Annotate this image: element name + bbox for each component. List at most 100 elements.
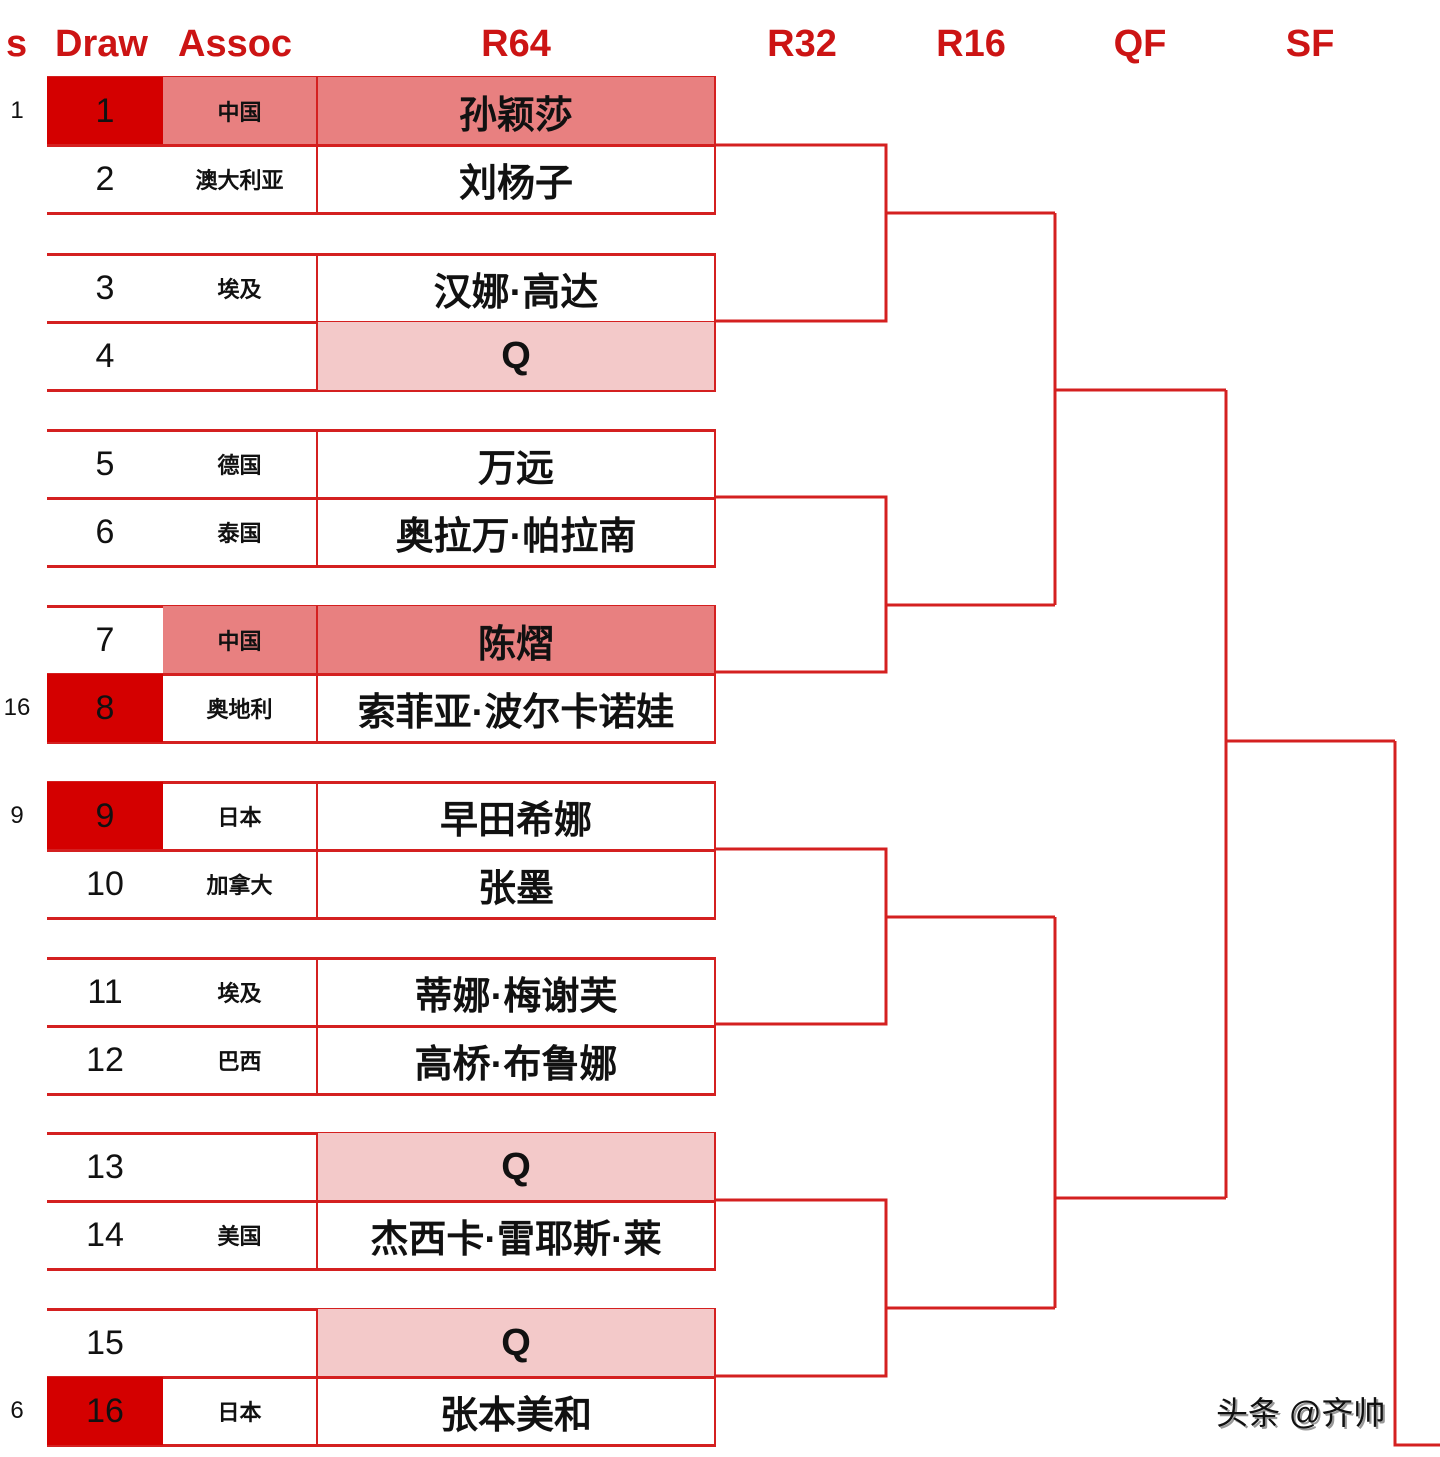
draw-row: 9 日本 早田希娜 <box>47 782 716 850</box>
pair-bottom-line <box>47 1444 716 1447</box>
draw-number: 6 <box>95 512 115 551</box>
draw-row: 5 德国 万远 <box>47 430 716 498</box>
player-name: 张墨 <box>316 850 716 918</box>
draw-number: 3 <box>95 268 115 307</box>
player-name: 高桥·布鲁娜 <box>316 1026 716 1094</box>
draw-row: 11 埃及 蒂娜·梅谢芙 <box>47 958 716 1026</box>
pair-bottom-line <box>47 1268 716 1271</box>
association: 泰国 <box>217 521 262 546</box>
association: 埃及 <box>217 981 262 1006</box>
draw-number: 1 <box>47 77 163 145</box>
bracket-r16-1 <box>1053 213 1226 605</box>
player-name: 刘杨子 <box>316 145 716 213</box>
draw-number: 12 <box>86 1040 124 1079</box>
draw-number: 11 <box>87 972 123 1011</box>
player-name: Q <box>316 322 716 390</box>
player-name: Q <box>316 1133 716 1201</box>
row-divider <box>47 1200 716 1203</box>
player-name: 汉娜·高达 <box>316 254 716 322</box>
association: 德国 <box>217 453 262 478</box>
association: 日本 <box>217 1400 262 1425</box>
draw-number: 9 <box>47 782 163 850</box>
seed-number: 6 <box>10 1397 24 1424</box>
association: 日本 <box>217 805 262 830</box>
association: 加拿大 <box>206 873 273 898</box>
draw-number: 10 <box>86 864 124 903</box>
draw-number: 16 <box>47 1377 163 1445</box>
player-name: 奥拉万·帕拉南 <box>316 498 716 566</box>
row-divider <box>47 1376 716 1379</box>
pair-bottom-line <box>47 917 716 920</box>
player-name: 张本美和 <box>316 1377 716 1445</box>
player-name: 孙颖莎 <box>316 77 716 145</box>
header-assoc: Assoc <box>178 23 293 65</box>
pair-top-line <box>47 781 716 784</box>
bracket-r16-2 <box>1053 917 1226 1308</box>
draw-row: 16 日本 张本美和 <box>47 1377 716 1445</box>
player-name: 蒂娜·梅谢芙 <box>316 958 716 1026</box>
association: 巴西 <box>217 1049 262 1074</box>
draw-number: 2 <box>95 159 115 198</box>
pair-bottom-line <box>47 1093 716 1096</box>
player-name: 索菲亚·波尔卡诺娃 <box>316 674 716 742</box>
draw-row: 3 埃及 汉娜·高达 <box>47 254 716 322</box>
draw-number: 5 <box>95 444 115 483</box>
header-sf: SF <box>1285 23 1335 65</box>
watermark: 头条 @齐帅 <box>1216 1395 1386 1431</box>
draw-row: 12 巴西 高桥·布鲁娜 <box>47 1026 716 1094</box>
bracket-sf <box>1393 741 1440 1447</box>
bracket-r32-3 <box>716 847 1055 1026</box>
draw-number: 14 <box>86 1215 124 1254</box>
association: 中国 <box>163 77 316 145</box>
seed-number: 1 <box>10 97 24 124</box>
player-name: 陈熠 <box>316 606 716 674</box>
player-name: 杰西卡·雷耶斯·莱 <box>316 1201 716 1269</box>
header-r32: R32 <box>767 23 837 65</box>
pair-bottom-line <box>47 389 716 392</box>
association: 埃及 <box>217 277 262 302</box>
draw-row: 8 奥地利 索菲亚·波尔卡诺娃 <box>47 674 716 742</box>
header-r64: R64 <box>481 23 551 65</box>
pair-top-line <box>47 253 716 256</box>
draw-row: 10 加拿大 张墨 <box>47 850 716 918</box>
pair-bottom-line <box>47 741 716 744</box>
row-divider <box>47 1025 716 1028</box>
player-name: 早田希娜 <box>316 782 716 850</box>
draw-number: 13 <box>86 1147 124 1186</box>
row-divider <box>47 673 716 676</box>
draw-number: 7 <box>95 620 115 659</box>
bracket-r32-2 <box>716 495 1055 674</box>
bracket-r32-4 <box>716 1198 1055 1378</box>
player-name: 万远 <box>316 430 716 498</box>
row-divider <box>47 849 716 852</box>
header-r16: R16 <box>936 23 1006 65</box>
draw-row: 14 美国 杰西卡·雷耶斯·莱 <box>47 1201 716 1269</box>
association: 美国 <box>217 1224 262 1249</box>
draw-row: 13 Q <box>47 1133 716 1201</box>
row-divider <box>47 497 716 500</box>
draw-row: 7 中国陈熠 <box>47 606 716 674</box>
header-seed: s <box>6 23 28 65</box>
header-qf: QF <box>1113 23 1167 65</box>
draw-number: 4 <box>95 336 115 375</box>
bracket-r32-1 <box>716 143 1055 323</box>
pair-bottom-line <box>47 212 716 215</box>
pair-bottom-line <box>47 565 716 568</box>
association: 奥地利 <box>206 697 273 722</box>
row-divider <box>47 144 716 147</box>
seed-number: 9 <box>10 802 24 829</box>
bracket-qf <box>1224 390 1395 1198</box>
draw-number: 8 <box>47 674 163 742</box>
association: 澳大利亚 <box>195 168 284 193</box>
pair-top-line <box>47 429 716 432</box>
draw-row: 2 澳大利亚 刘杨子 <box>47 145 716 213</box>
pair-top-line <box>47 957 716 960</box>
draw-number: 15 <box>86 1323 124 1362</box>
draw-row: 6 泰国 奥拉万·帕拉南 <box>47 498 716 566</box>
seed-number: 16 <box>3 694 31 721</box>
association: 中国 <box>163 606 316 674</box>
